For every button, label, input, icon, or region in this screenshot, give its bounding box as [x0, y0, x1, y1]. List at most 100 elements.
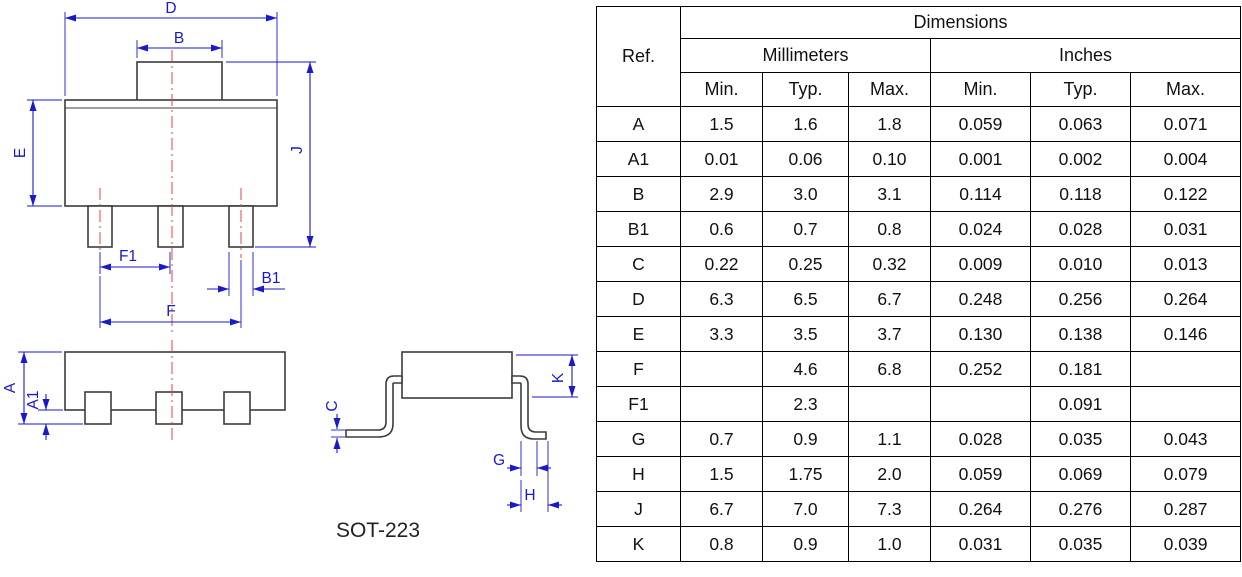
value-cell: 0.8 — [680, 526, 763, 562]
mm-typ-header: Typ. — [762, 72, 849, 107]
value-cell: 0.6 — [680, 211, 763, 247]
mm-min-header: Min. — [680, 72, 763, 107]
value-cell: 0.138 — [1030, 316, 1131, 352]
dim-label-g: G — [493, 452, 505, 469]
value-cell: 0.079 — [1129, 456, 1242, 492]
value-cell: 0.252 — [930, 351, 1031, 387]
value-cell: 0.024 — [930, 211, 1031, 247]
value-cell: 0.059 — [930, 106, 1031, 142]
value-cell: 6.5 — [762, 281, 849, 317]
ref-cell: H — [596, 456, 681, 492]
value-cell: 7.3 — [848, 491, 931, 527]
ref-cell: G — [596, 421, 681, 457]
value-cell: 0.276 — [1030, 491, 1131, 527]
value-cell: 4.6 — [762, 351, 849, 387]
dim-label-j: J — [289, 146, 306, 154]
dim-label-d: D — [165, 0, 176, 17]
value-cell: 0.10 — [848, 141, 931, 177]
value-cell: 0.130 — [930, 316, 1031, 352]
value-cell: 0.028 — [930, 421, 1031, 457]
value-cell: 1.5 — [680, 456, 763, 492]
value-cell: 0.002 — [1030, 141, 1131, 177]
dim-label-h: H — [524, 487, 535, 504]
front-view-dimensions: D B E J F1 B1 — [12, 0, 316, 328]
value-cell: 0.013 — [1129, 246, 1242, 282]
value-cell: 3.0 — [762, 176, 849, 212]
ref-cell: B1 — [596, 211, 681, 247]
value-cell: 0.004 — [1129, 141, 1242, 177]
ref-cell: A — [596, 106, 681, 142]
value-cell: 0.043 — [1129, 421, 1242, 457]
value-cell: 0.001 — [930, 141, 1031, 177]
ref-cell: D — [596, 281, 681, 317]
dim-label-c: C — [324, 400, 341, 411]
value-cell: 0.028 — [1030, 211, 1131, 247]
value-cell: 0.248 — [930, 281, 1031, 317]
value-cell: 0.8 — [848, 211, 931, 247]
dim-label-f1: F1 — [119, 248, 137, 265]
edge-view-dimensions: A A1 — [2, 351, 83, 440]
dimensions-table: Ref. Dimensions Millimeters Inches Min. … — [596, 6, 1242, 562]
value-cell: 0.035 — [1030, 421, 1131, 457]
value-cell: 0.059 — [930, 456, 1031, 492]
value-cell: 1.0 — [848, 526, 931, 562]
dimensions-table-header: Ref. Dimensions Millimeters Inches Min. … — [596, 6, 1242, 107]
ref-cell: J — [596, 491, 681, 527]
value-cell: 6.3 — [680, 281, 763, 317]
value-cell: 0.32 — [848, 246, 931, 282]
value-cell: 0.06 — [762, 141, 849, 177]
value-cell: 0.25 — [762, 246, 849, 282]
value-cell: 0.010 — [1030, 246, 1131, 282]
value-cell: 0.063 — [1030, 106, 1131, 142]
value-cell: 0.264 — [930, 491, 1031, 527]
value-cell — [1129, 351, 1242, 387]
ref-cell: F1 — [596, 386, 681, 422]
value-cell: 0.287 — [1129, 491, 1242, 527]
value-cell: 0.031 — [1129, 211, 1242, 247]
value-cell — [680, 386, 763, 422]
inches-header: Inches — [929, 38, 1242, 73]
dim-label-a: A — [2, 382, 19, 393]
in-min-header: Min. — [930, 72, 1031, 107]
package-front-view — [64, 50, 278, 334]
value-cell: 0.181 — [1030, 351, 1131, 387]
package-name: SOT-223 — [336, 519, 420, 542]
value-cell: 0.114 — [930, 176, 1031, 212]
package-side-view — [345, 351, 547, 440]
value-cell: 3.1 — [848, 176, 931, 212]
package-drawing: D B E J F1 B1 — [2, 0, 578, 542]
value-cell: 1.6 — [762, 106, 849, 142]
millimeters-header: Millimeters — [680, 38, 931, 73]
value-cell: 0.069 — [1030, 456, 1131, 492]
value-cell: 0.264 — [1129, 281, 1242, 317]
value-cell: 2.9 — [680, 176, 763, 212]
value-cell: 0.122 — [1129, 176, 1242, 212]
value-cell: 0.039 — [1129, 526, 1242, 562]
value-cell: 0.01 — [680, 141, 763, 177]
value-cell: 0.7 — [762, 211, 849, 247]
ref-cell: B — [596, 176, 681, 212]
in-typ-header: Typ. — [1030, 72, 1131, 107]
in-max-header: Max. — [1129, 72, 1242, 107]
value-cell: 0.009 — [930, 246, 1031, 282]
value-cell: 1.1 — [848, 421, 931, 457]
value-cell: 1.75 — [762, 456, 849, 492]
ref-cell: K — [596, 526, 681, 562]
value-cell: 0.035 — [1030, 526, 1131, 562]
value-cell: 0.091 — [1030, 386, 1131, 422]
package-edge-view — [64, 340, 286, 442]
value-cell: 6.7 — [848, 281, 931, 317]
value-cell: 0.256 — [1030, 281, 1131, 317]
dim-label-a1: A1 — [25, 391, 42, 410]
